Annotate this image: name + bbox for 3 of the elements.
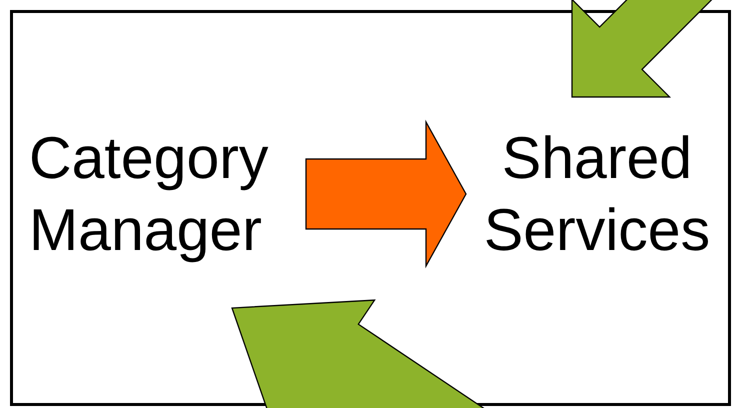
block-arrow bbox=[305, 120, 467, 268]
node-label: Category Manager bbox=[29, 124, 270, 265]
node-label: Shared Services bbox=[482, 124, 712, 265]
